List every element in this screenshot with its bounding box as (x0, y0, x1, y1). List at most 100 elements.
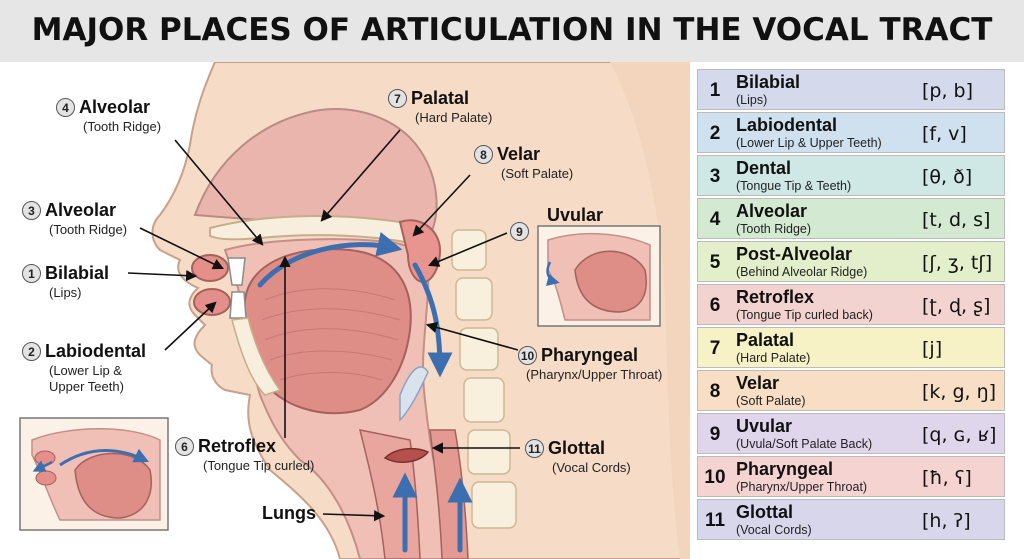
nasal-cavity (193, 108, 438, 237)
title-bar: MAJOR PLACES OF ARTICULATION IN THE VOCA… (0, 0, 1024, 62)
pointer-uvular (427, 232, 508, 267)
pointer-pharyngeal (425, 322, 519, 351)
label-name: Palatal (411, 88, 470, 108)
row-name: Velar (736, 373, 780, 393)
table-row: 8 Velar(Soft Palate) [k, g, ŋ] (697, 370, 1005, 411)
lower-lip (193, 288, 231, 316)
label-palatal: 7 Palatal (Hard Palate) (388, 88, 492, 125)
table-row: 9 Uvular(Uvula/Soft Palate Back) [q, ɢ, ʁ] (697, 413, 1005, 454)
page-title: MAJOR PLACES OF ARTICULATION IN THE VOCA… (31, 12, 993, 48)
mouth-inset (19, 417, 169, 531)
number-badge: 8 (474, 145, 493, 164)
airflow-arrows (257, 232, 473, 553)
label-name: Retroflex (198, 436, 277, 456)
row-ipa-symbols: [ħ, ʕ] (922, 466, 972, 489)
number-badge: 6 (175, 437, 194, 456)
pointer-labiodental (164, 301, 217, 351)
label-name: Velar (497, 144, 541, 164)
row-name: Retroflex (736, 287, 815, 307)
row-name: Post-Alveolar (736, 244, 853, 264)
label-uvular-title: Uvular (547, 205, 603, 226)
label-lungs: Lungs (262, 503, 316, 524)
spine (451, 229, 517, 529)
number-badge: 4 (56, 98, 75, 117)
label-alveolar-top: 4 Alveolar (Tooth Ridge) (56, 97, 161, 134)
label-sub: Upper Teeth) (49, 379, 124, 394)
number-badge: 1 (22, 264, 41, 283)
row-name: Palatal (736, 330, 795, 350)
row-name: Uvular (736, 416, 793, 436)
row-ipa-symbols: [ʃ, ʒ, tʃ] (922, 251, 993, 274)
label-glottal: 11 Glottal (Vocal Cords) (525, 438, 631, 475)
label-uvular-badge: 9 (510, 222, 529, 241)
row-number: 2 (709, 122, 721, 144)
row-number: 9 (709, 423, 721, 445)
label-sub: (Tooth Ridge) (83, 119, 162, 134)
row-name: Pharyngeal (736, 459, 834, 479)
pointer-velar (412, 174, 471, 237)
number-badge: 2 (22, 342, 41, 361)
lower-teeth (229, 291, 247, 319)
uvular-inset (537, 225, 661, 327)
row-description: (Soft Palate) (736, 394, 806, 408)
label-alveolar-mid: 3 Alveolar (Tooth Ridge) (22, 200, 127, 237)
number-badge: 3 (22, 201, 41, 220)
row-number: 3 (709, 165, 721, 187)
row-description: (Tooth Ridge) (736, 222, 812, 236)
label-name: Alveolar (45, 200, 117, 220)
pointer-lungs (322, 510, 386, 522)
label-sub: (Soft Palate) (501, 166, 574, 181)
row-number: 6 (709, 294, 721, 316)
row-description: (Uvula/Soft Palate Back) (736, 437, 873, 451)
row-ipa-symbols: [t, d, s] (922, 208, 991, 231)
table-row: 1 Bilabial(Lips) [p, b] (697, 69, 1005, 110)
label-name: Glottal (548, 438, 605, 458)
row-description: (Vocal Cords) (736, 523, 812, 537)
label-name: Uvular (547, 205, 604, 225)
row-number: 11 (704, 509, 726, 531)
label-sub: (Pharynx/Upper Throat) (526, 367, 663, 382)
row-ipa-symbols: [q, ɢ, ʁ] (922, 423, 997, 446)
label-labiodental: 2 Labiodental (Lower Lip & Upper Teeth) (22, 341, 146, 394)
label-sub: (Tongue Tip curled) (203, 458, 315, 473)
row-ipa-symbols: [p, b] (922, 79, 974, 102)
row-ipa-symbols: [θ, ð] (922, 165, 973, 188)
row-name: Bilabial (736, 72, 801, 92)
label-name: Lungs (262, 503, 316, 523)
label-retroflex: 6 Retroflex (Tongue Tip curled) (175, 436, 314, 473)
pointer-alveolar-mid (139, 227, 225, 270)
label-name: Alveolar (79, 97, 151, 117)
row-name: Labiodental (736, 115, 838, 135)
row-description: (Tongue Tip & Teeth) (736, 179, 852, 193)
number-badge: 7 (388, 89, 407, 108)
number-badge: 10 (518, 346, 537, 365)
row-number: 8 (709, 380, 721, 402)
row-number: 4 (709, 208, 721, 230)
row-ipa-symbols: [j] (922, 337, 943, 360)
row-ipa-symbols: [k, g, ŋ] (922, 380, 997, 403)
vocal-cords (383, 447, 430, 464)
number-badge: 11 (525, 439, 544, 458)
row-ipa-symbols: [ʈ, ɖ, ʂ] (922, 294, 991, 317)
row-description: (Tongue Tip curled back) (736, 308, 873, 322)
row-number: 1 (709, 79, 721, 101)
row-description: (Behind Alveolar Ridge) (736, 265, 868, 279)
upper-teeth (227, 257, 246, 286)
row-description: (Pharynx/Upper Throat) (736, 480, 868, 494)
row-number: 10 (704, 466, 726, 488)
label-sub: (Tooth Ridge) (49, 222, 128, 237)
row-ipa-symbols: [f, v] (922, 122, 967, 145)
row-description: (Lips) (736, 93, 768, 107)
table-row: 6 Retroflex(Tongue Tip curled back) [ʈ, ɖ,… (697, 284, 1005, 325)
label-pharyngeal: 10 Pharyngeal (Pharynx/Upper Throat) (518, 345, 662, 382)
row-number: 7 (709, 337, 721, 359)
label-velar: 8 Velar (Soft Palate) (474, 144, 573, 181)
label-name: Labiodental (45, 341, 147, 361)
pointer-alveolar-top (174, 139, 264, 246)
label-bilabial: 1 Bilabial (Lips) (22, 263, 109, 300)
number-badge: 9 (510, 222, 529, 241)
